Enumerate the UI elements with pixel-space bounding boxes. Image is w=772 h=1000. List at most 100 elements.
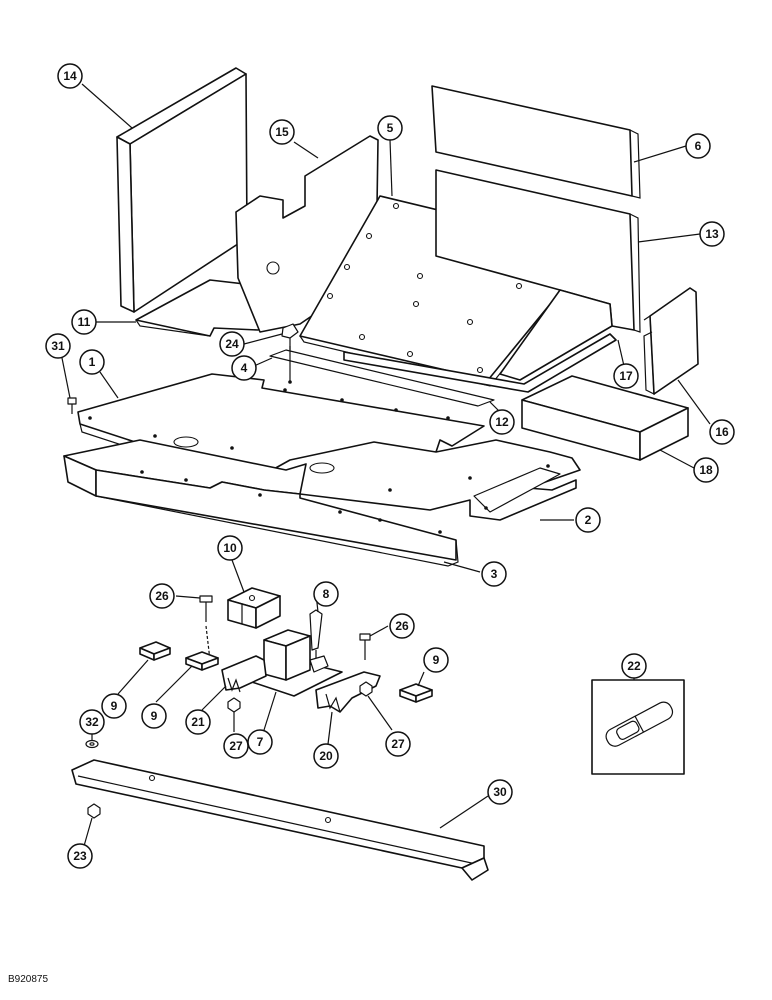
part-20-bracket	[315, 671, 381, 713]
callout-circle	[45, 333, 71, 359]
callout-label: 20	[319, 749, 333, 763]
part-10-block	[227, 587, 281, 629]
callout-18: 18	[693, 457, 719, 483]
callout-circle	[313, 581, 339, 607]
callout-circle	[219, 331, 245, 357]
callout-label: 26	[395, 619, 409, 633]
callout-27a: 27	[223, 733, 249, 759]
callout-3: 3	[481, 561, 507, 587]
callout-circle	[685, 133, 711, 159]
callout-label: 9	[151, 709, 158, 723]
callout-circle	[709, 419, 735, 445]
callout-label: 4	[241, 361, 248, 375]
callout-2: 2	[575, 507, 601, 533]
callout-circle	[423, 647, 449, 673]
callout-circle	[231, 355, 257, 381]
callout-4: 4	[231, 355, 257, 381]
callout-circle	[57, 63, 83, 89]
part-26-bolt-right	[359, 633, 371, 660]
callout-circle	[223, 733, 249, 759]
callout-circle	[377, 115, 403, 141]
callout-23: 23	[67, 843, 93, 869]
part-22-detail-box	[591, 679, 685, 775]
callout-13: 13	[699, 221, 725, 247]
callout-9a: 9	[101, 693, 127, 719]
callout-circle	[79, 349, 105, 375]
callout-label: 13	[705, 227, 719, 241]
callout-label: 7	[257, 735, 264, 749]
callout-circle	[67, 843, 93, 869]
callout-10: 10	[217, 535, 243, 561]
callout-label: 27	[229, 739, 243, 753]
callout-12: 12	[489, 409, 515, 435]
part-26-bolt-left	[199, 595, 213, 661]
callout-label: 8	[323, 587, 330, 601]
callout-label: 17	[619, 369, 633, 383]
callout-label: 26	[155, 589, 169, 603]
part-9-pad-right	[399, 683, 433, 703]
callout-circle	[101, 693, 127, 719]
callout-label: 11	[78, 315, 91, 329]
callout-label: 2	[585, 513, 592, 527]
callout-circle	[385, 731, 411, 757]
part-16-panel	[643, 287, 699, 395]
callout-1: 1	[79, 349, 105, 375]
part-27-nut-right	[359, 681, 373, 697]
callout-circle	[217, 535, 243, 561]
part-32-washer	[85, 739, 99, 749]
callout-label: 22	[627, 659, 641, 673]
callout-24: 24	[219, 331, 245, 357]
callout-circle	[79, 709, 105, 735]
callout-circle	[269, 119, 295, 145]
callout-32: 32	[79, 709, 105, 735]
callout-21: 21	[185, 709, 211, 735]
callout-label: 18	[699, 463, 713, 477]
callout-circle	[489, 409, 515, 435]
callout-22: 22	[621, 653, 647, 679]
callout-14: 14	[57, 63, 83, 89]
part-24-fastener	[281, 323, 299, 350]
callout-circle	[487, 779, 513, 805]
callout-label: 9	[111, 699, 118, 713]
callout-circle	[185, 709, 211, 735]
callout-label: 24	[225, 337, 239, 351]
callout-15: 15	[269, 119, 295, 145]
callout-label: 12	[495, 415, 509, 429]
callout-circle	[621, 653, 647, 679]
callout-6: 6	[685, 133, 711, 159]
callout-circle	[389, 613, 415, 639]
callout-circle	[71, 309, 97, 335]
callout-26a: 26	[149, 583, 175, 609]
callout-label: 30	[493, 785, 507, 799]
callout-circle	[699, 221, 725, 247]
part-6-panel	[431, 85, 641, 199]
part-2-mat	[271, 439, 581, 521]
callout-label: 32	[85, 715, 99, 729]
callout-26b: 26	[389, 613, 415, 639]
callout-label: 9	[433, 653, 440, 667]
part-17-strip	[343, 333, 617, 393]
callout-label: 14	[63, 69, 77, 83]
callout-label: 31	[51, 339, 65, 353]
callout-8: 8	[313, 581, 339, 607]
callout-circle	[149, 583, 175, 609]
part-9-pad-middle	[185, 651, 219, 671]
callout-30: 30	[487, 779, 513, 805]
callout-16: 16	[709, 419, 735, 445]
callout-circle	[313, 743, 339, 769]
part-13-panel	[435, 169, 641, 381]
callout-label: 16	[715, 425, 729, 439]
part-30-rail	[71, 759, 489, 881]
callout-circle	[575, 507, 601, 533]
callout-5: 5	[377, 115, 403, 141]
callout-9c: 9	[423, 647, 449, 673]
callout-label: 1	[89, 355, 96, 369]
callout-label: 5	[387, 121, 394, 135]
part-4-strip	[269, 346, 495, 407]
part-21-bracket	[221, 655, 267, 693]
callout-circle	[481, 561, 507, 587]
callout-circle	[613, 363, 639, 389]
callout-9b: 9	[141, 703, 167, 729]
callout-label: 3	[491, 567, 498, 581]
